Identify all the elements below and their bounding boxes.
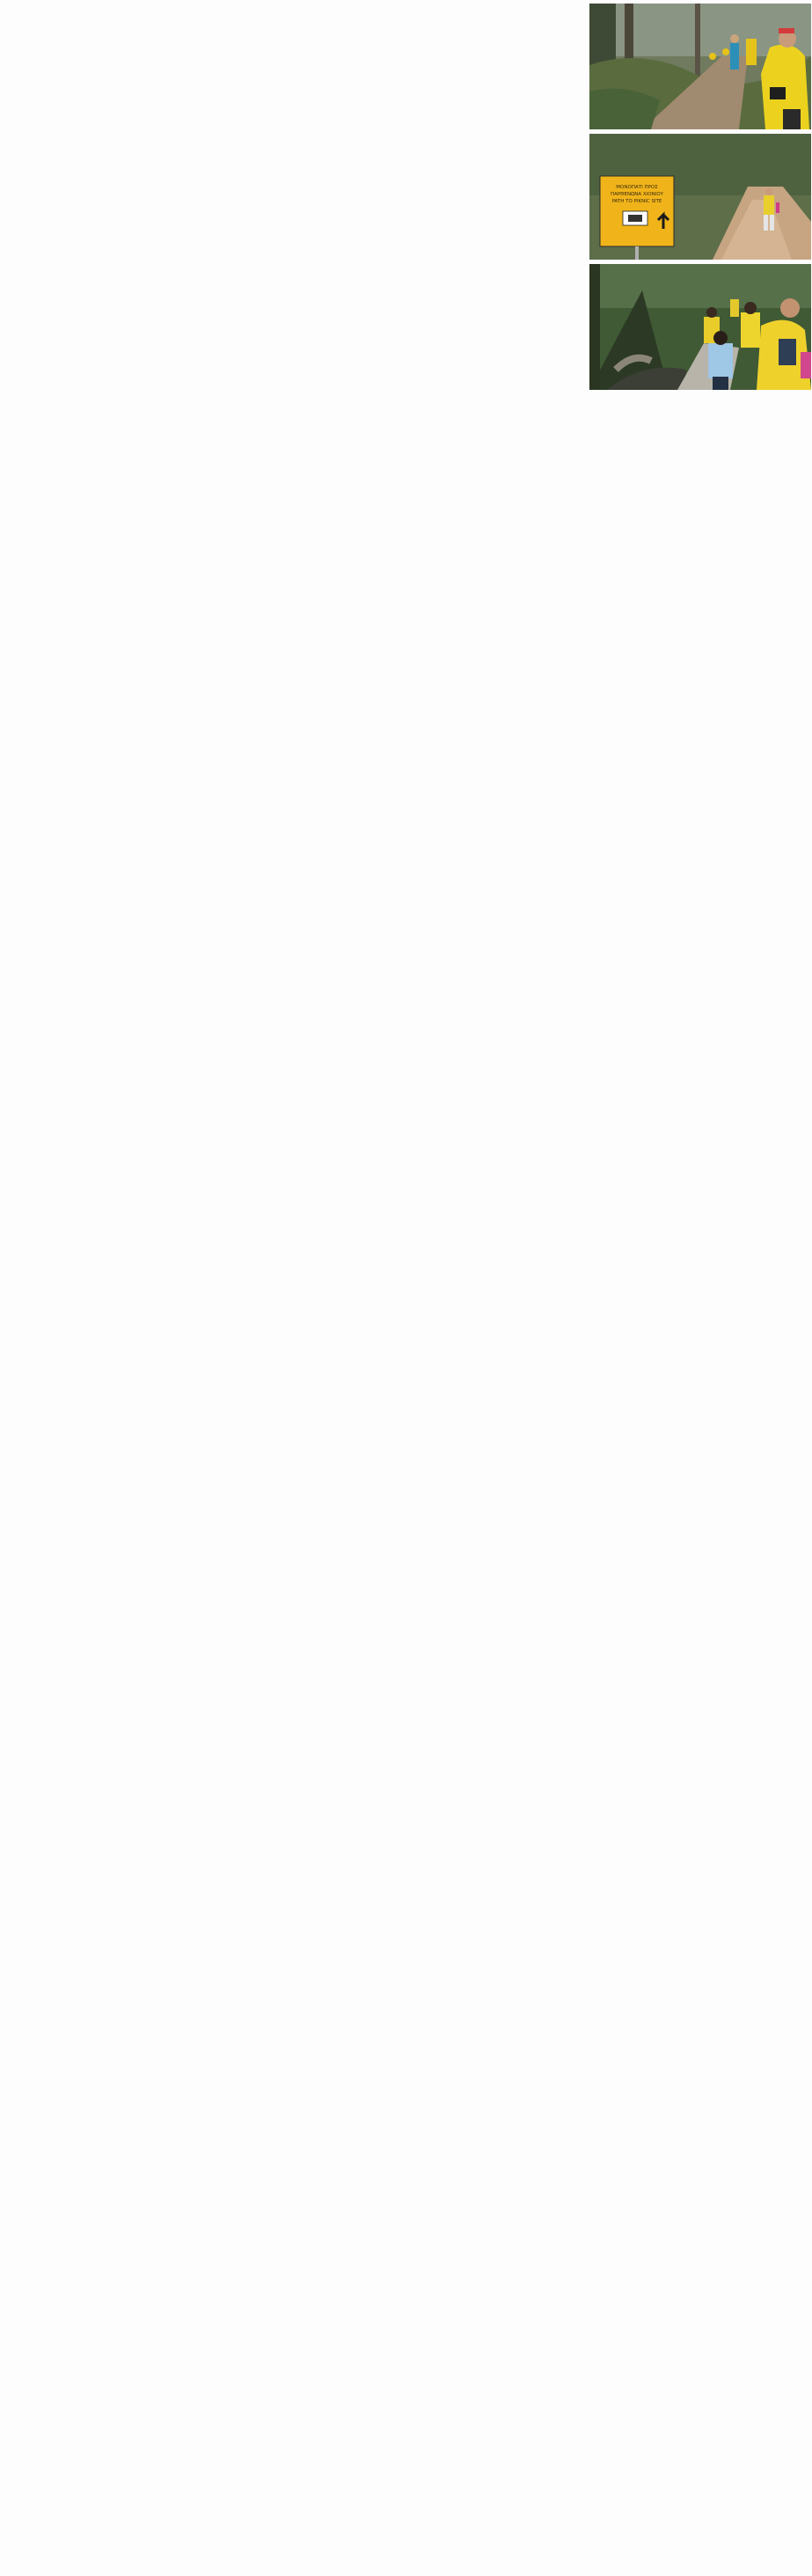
sign-line-3: PATH TO PIKNIC SITE [612,199,662,204]
trail-sign-photo-icon: ΜΟΝΟΠΑΤΙ ΠΡΟΣ ΠΑΡΘΕΝΩΝΑ ΧΙΟΝΙΟΥ PATH TO … [589,134,811,260]
sign-line-2: ΠΑΡΘΕΝΩΝΑ ΧΙΟΝΙΟΥ [611,192,664,197]
sign-line-1: ΜΟΝΟΠΑΤΙ ΠΡΟΣ [616,185,658,190]
gallery-photo-3[interactable] [589,264,811,390]
forest-trail-hikers-photo-icon [589,4,811,129]
gallery-photo-2[interactable]: ΜΟΝΟΠΑΤΙ ΠΡΟΣ ΠΑΡΘΕΝΩΝΑ ΧΙΟΝΙΟΥ PATH TO … [589,134,811,260]
hikers-descending-forest-photo-icon [589,264,811,390]
photo-gallery: ΜΟΝΟΠΑΤΙ ΠΡΟΣ ΠΑΡΘΕΝΩΝΑ ΧΙΟΝΙΟΥ PATH TO … [589,4,811,394]
gallery-photo-1[interactable] [589,4,811,129]
